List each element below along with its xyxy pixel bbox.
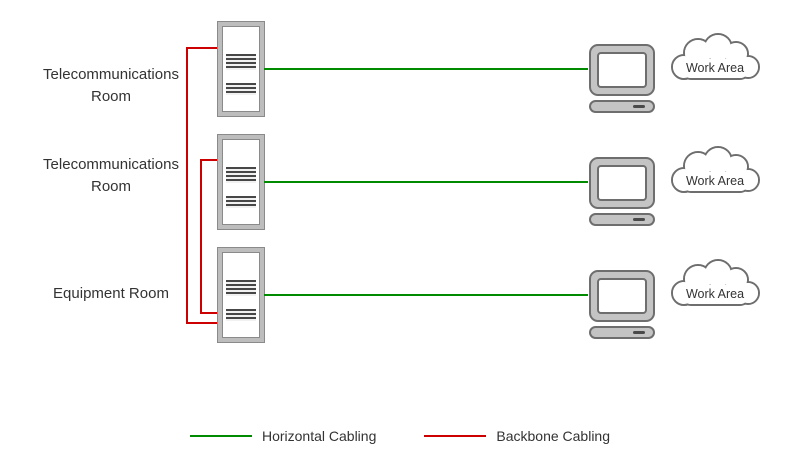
workstation-base-icon-row1 [589, 100, 655, 113]
legend-label-horizontal: Horizontal Cabling [261, 428, 377, 444]
backbone-cable-stub-row3a [186, 322, 219, 324]
workstation-base-icon-row2 [589, 213, 655, 226]
work-area-cloud-icon-row3: Work Area [671, 259, 760, 306]
work-area-label-row2: Work Area [686, 174, 744, 188]
backbone-cable-stub-row3b [200, 312, 219, 314]
rack-vent-panel [226, 83, 256, 95]
room-label-equipment: Equipment Room [53, 285, 169, 302]
rack-vent-panel [226, 196, 256, 208]
cloud-fill [673, 35, 758, 78]
legend-item-backbone-cabling: Backbone Cabling [424, 428, 610, 444]
work-area-label-row3: Work Area [686, 287, 744, 301]
legend: Horizontal Cabling Backbone Cabling [0, 428, 800, 444]
rack-vent-panel [226, 167, 256, 183]
horizontal-cable-row2 [264, 181, 588, 183]
rack-icon-row1 [218, 22, 264, 116]
rack-vent-panel [226, 54, 256, 70]
backbone-cable-stub-row1 [186, 47, 219, 49]
legend-label-backbone: Backbone Cabling [496, 428, 611, 444]
monitor-screen [597, 52, 647, 88]
legend-item-horizontal-cabling: Horizontal Cabling [189, 428, 377, 444]
workstation-base-icon-row3 [589, 326, 655, 339]
workstation-monitor-icon-row1 [589, 44, 655, 96]
base-dash [633, 105, 645, 108]
backbone-cable-stub-row2 [200, 159, 219, 161]
monitor-screen [597, 278, 647, 314]
cloud-fill [673, 148, 758, 191]
horizontal-cabling-swatch [189, 435, 252, 437]
work-area-cloud-icon-row2: Work Area [671, 146, 760, 193]
rack-icon-row2 [218, 135, 264, 229]
base-dash [633, 331, 645, 334]
work-area-label-row1: Work Area [686, 61, 744, 75]
rack-icon-row3 [218, 248, 264, 342]
rack-vent-panel [226, 280, 256, 296]
room-label-telecom-2: Telecommunications Room [43, 156, 179, 195]
base-dash [633, 218, 645, 221]
horizontal-cable-row1 [264, 68, 588, 70]
rack-vent-panel [226, 309, 256, 321]
backbone-cable-vertical-2 [200, 159, 202, 314]
workstation-monitor-icon-row3 [589, 270, 655, 322]
room-label-telecom-1: Telecommunications Room [43, 66, 179, 105]
monitor-screen [597, 165, 647, 201]
cloud-fill [673, 261, 758, 304]
backbone-cable-vertical-1 [186, 47, 188, 324]
workstation-monitor-icon-row2 [589, 157, 655, 209]
backbone-cabling-swatch [424, 435, 487, 437]
horizontal-cable-row3 [264, 294, 588, 296]
work-area-cloud-icon-row1: Work Area [671, 33, 760, 80]
